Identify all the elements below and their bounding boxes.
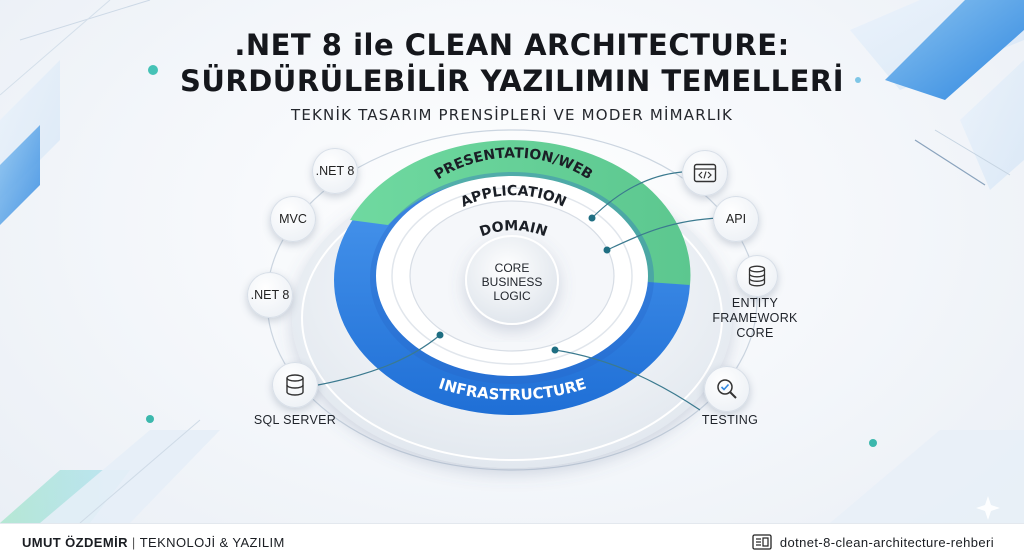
magnifier-check-icon (717, 379, 737, 399)
author-line: UMUT ÖZDEMİR|TEKNOLOJİ & YAZILIM (22, 535, 285, 550)
author-name: UMUT ÖZDEMİR (22, 535, 128, 550)
node-testing (704, 366, 750, 412)
core-text-2: BUSINESS (482, 275, 543, 289)
domain-label: DOMAIN (478, 218, 550, 240)
connector-lines (317, 171, 721, 411)
sql-database-icon (286, 374, 304, 396)
testing-label: TESTING (701, 413, 759, 427)
title-line-1: .NET 8 ile CLEAN ARCHITECTURE: (234, 28, 790, 62)
node-code (682, 150, 728, 196)
node-sql-server (272, 362, 318, 408)
core-circle (465, 235, 559, 325)
footer-separator: | (131, 535, 136, 550)
core-text-1: CORE (495, 261, 530, 275)
node-net8-top: .NET 8 (312, 148, 358, 194)
node-mvc: MVC (270, 196, 316, 242)
node-net8-mid: .NET 8 (247, 272, 293, 318)
database-icon (748, 265, 766, 287)
document-icon (752, 534, 772, 550)
efcore-label: ENTITY FRAMEWORK CORE (712, 296, 798, 340)
article-slug[interactable]: dotnet-8-clean-architecture-rehberi (752, 534, 994, 550)
footer: UMUT ÖZDEMİR|TEKNOLOJİ & YAZILIM dotnet-… (0, 523, 1024, 559)
node-efcore (736, 255, 778, 297)
node-api: API (713, 196, 759, 242)
core-text-3: LOGIC (493, 289, 531, 303)
title-line-2: SÜRDÜRÜLEBİLİR YAZILIMIN TEMELLERİ (179, 64, 845, 98)
sql-server-label: SQL SERVER (253, 413, 337, 427)
slug-text: dotnet-8-clean-architecture-rehberi (779, 534, 994, 550)
footer-tagline: TEKNOLOJİ & YAZILIM (139, 535, 285, 550)
subtitle: TEKNİK TASARIM PRENSİPLERİ VE MODER MİMA… (290, 106, 734, 124)
code-window-icon (693, 163, 717, 183)
presentation-ring (350, 140, 691, 285)
